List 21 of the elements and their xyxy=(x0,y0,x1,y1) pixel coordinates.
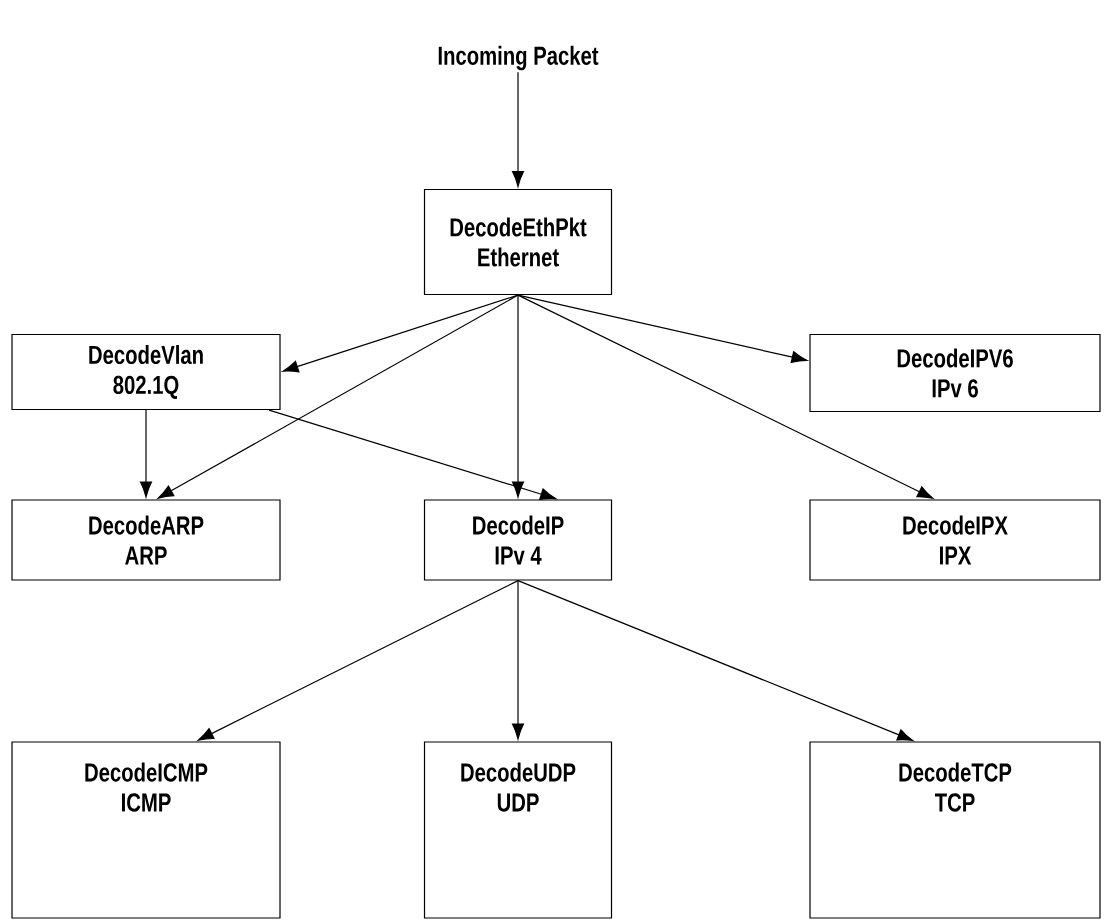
decoder-box: DecodeIP IPv 4 xyxy=(423,499,613,581)
arrow xyxy=(511,580,525,740)
arrow xyxy=(139,409,153,498)
decoder-box: DecodeUDP UDP xyxy=(423,741,613,919)
arrow xyxy=(157,294,519,499)
decoder-box: DecodeIPV6 IPv 6 xyxy=(809,333,1101,413)
arrow xyxy=(268,409,557,501)
arrow xyxy=(511,71,525,187)
arrow xyxy=(197,580,519,741)
decoder-box: DecodeARP ARP xyxy=(11,499,281,581)
arrow xyxy=(282,294,519,373)
arrow xyxy=(517,294,934,499)
decoder-box: DecodeIPX IPX xyxy=(809,499,1101,581)
arrow xyxy=(511,294,525,498)
decoder-box: DecodeTCP TCP xyxy=(809,741,1101,919)
decoder-box: DecodeVlan 802.1Q xyxy=(11,333,281,411)
decoder-box: DecodeEthPkt Ethernet xyxy=(423,188,613,296)
packet-label: Incoming Packet xyxy=(438,45,599,71)
decoder-box: DecodeICMP ICMP xyxy=(11,741,281,919)
arrow xyxy=(517,294,808,364)
arrow xyxy=(517,580,914,742)
